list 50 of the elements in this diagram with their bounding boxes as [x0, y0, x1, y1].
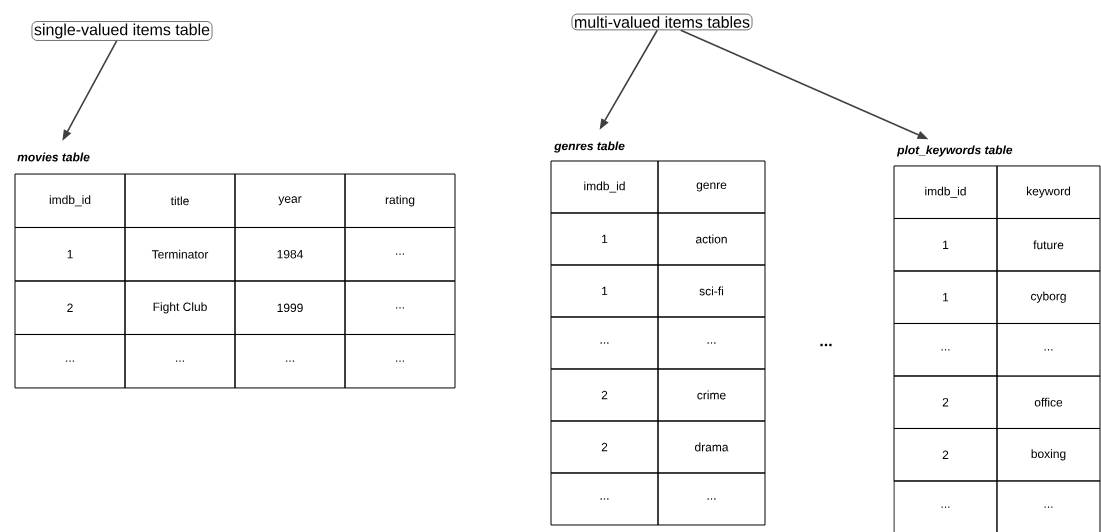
table-cell: 1 [550, 264, 659, 318]
table-cell: ... [550, 472, 659, 526]
table-cell: boxing [996, 428, 1101, 482]
ellipsis: ... [820, 343, 832, 347]
table-heading: genres table [554, 141, 625, 153]
table-heading: plot_keywords table [896, 145, 1013, 157]
table-cell: ... [893, 323, 998, 377]
table-cell: ... [657, 472, 766, 526]
table-cell: office [996, 375, 1101, 429]
table-cell: ... [657, 316, 766, 370]
table-cell: cyborg [996, 270, 1101, 324]
label-box: multi-valued items tables [571, 13, 753, 31]
table-cell: crime [657, 368, 766, 422]
table-cell: sci-fi [657, 264, 766, 318]
table-cell: ... [234, 333, 346, 389]
table-cell: rating [344, 173, 456, 229]
table-cell: 1999 [234, 280, 346, 336]
table-cell: imdb_id [550, 160, 659, 214]
table-cell: Fight Club [124, 280, 236, 336]
table-cell: ... [344, 226, 456, 282]
table-cell: 2 [893, 428, 998, 482]
table-cell: keyword [996, 165, 1101, 219]
table-cell: ... [996, 480, 1101, 532]
table-cell: 2 [893, 375, 998, 429]
table-cell: ... [124, 333, 236, 389]
table-cell: 2 [14, 280, 126, 336]
table-cell: 1 [550, 212, 659, 266]
table-cell: 2 [550, 420, 659, 474]
table-cell: genre [657, 160, 766, 214]
table-cell: Terminator [124, 226, 236, 282]
label-box: single-valued items table [31, 21, 213, 41]
table-cell: 1 [893, 270, 998, 324]
table-cell: year [234, 173, 346, 229]
table-cell: ... [344, 333, 456, 389]
table-cell: imdb_id [893, 165, 998, 219]
table-cell: 1 [893, 218, 998, 272]
table-cell: imdb_id [14, 173, 126, 229]
table-cell: 1984 [234, 226, 346, 282]
table-cell: title [124, 173, 236, 229]
table-cell: ... [893, 480, 998, 532]
table-cell: ... [344, 280, 456, 336]
table-cell: ... [550, 316, 659, 370]
table-cell: 1 [14, 226, 126, 282]
table-cell: ... [996, 323, 1101, 377]
table-cell: action [657, 212, 766, 266]
table-cell: 2 [550, 368, 659, 422]
table-cell: ... [14, 333, 126, 389]
table-cell: future [996, 218, 1101, 272]
table-cell: drama [657, 420, 766, 474]
table-heading: movies table [17, 152, 90, 162]
